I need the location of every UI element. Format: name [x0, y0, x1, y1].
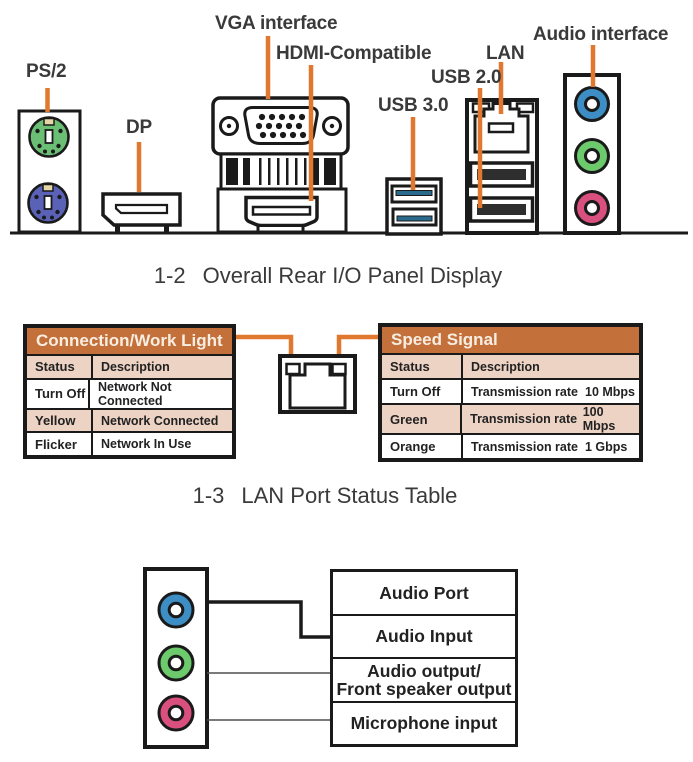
audio-label: Audio interface — [533, 24, 669, 45]
audio-table-row: Audio Input — [333, 613, 515, 658]
audio-jacks-icon — [563, 73, 621, 235]
rj45-led-left — [285, 362, 301, 376]
speed-signal-table: Speed Signal Status Description Turn Off… — [378, 323, 643, 462]
ps2-label: PS/2 — [26, 61, 67, 82]
table-title: Connection/Work Light — [27, 328, 232, 356]
table-header-row: Status Description — [382, 355, 639, 380]
connection-work-light-table: Connection/Work Light Status Description… — [23, 324, 236, 459]
audio-connector-lines — [207, 600, 330, 721]
table-row: Orange Transmission rate 1 Gbps — [382, 435, 639, 458]
table-row: Yellow Network Connected — [27, 409, 232, 434]
vga-label: VGA interface — [215, 13, 338, 34]
hdmi-port-icon — [216, 187, 348, 234]
figure-caption-1-3: 1-3 LAN Port Status Table — [0, 483, 650, 509]
table-row: Turn Off Transmission rate 10 Mbps — [382, 380, 639, 405]
audio-table-row: Audio Port — [379, 582, 469, 603]
caption-number: 1-3 — [192, 483, 225, 508]
figure-caption-1-2: 1-2 Overall Rear I/O Panel Display — [0, 263, 656, 289]
bracket-vent — [219, 152, 343, 191]
audio-table-row: Microphone input — [333, 700, 515, 745]
leader-lines — [45, 36, 596, 208]
caption-text: LAN Port Status Table — [241, 483, 458, 508]
lan-label: LAN — [486, 43, 525, 64]
rj45-jack-icon — [278, 354, 357, 414]
table-row: Turn Off Network Not Connected — [27, 379, 232, 410]
usb2-label: USB 2.0 — [431, 67, 502, 88]
lan-status-drawing — [236, 334, 378, 414]
vga-port-icon — [211, 96, 350, 156]
dp-label: DP — [126, 117, 152, 138]
rear-io-panel-drawing — [10, 36, 688, 236]
table-row: Flicker Network In Use — [27, 433, 232, 456]
hdmi-label: HDMI-Compatible — [276, 43, 432, 64]
lan-usb2-ports-icon — [465, 98, 539, 235]
usb2-ports-icon — [468, 161, 535, 223]
dp-port-icon — [101, 192, 182, 232]
table-row: Green Transmission rate 100 Mbps — [382, 405, 639, 435]
audio-jacks-panel-icon — [143, 567, 209, 749]
audio-diagram-drawing — [143, 567, 330, 749]
audio-table-row: Audio output/ Front speaker output — [333, 657, 515, 701]
caption-number: 1-2 — [153, 263, 186, 288]
table-title: Speed Signal — [382, 327, 639, 355]
audio-port-table: Audio Port Audio Input Audio output/ Fro… — [330, 569, 518, 747]
table-header-row: Status Description — [27, 356, 232, 380]
caption-text: Overall Rear I/O Panel Display — [202, 263, 503, 288]
rj45-led-right — [331, 362, 347, 376]
ps2-ports-icon — [17, 109, 82, 234]
usb3-label: USB 3.0 — [378, 95, 449, 116]
